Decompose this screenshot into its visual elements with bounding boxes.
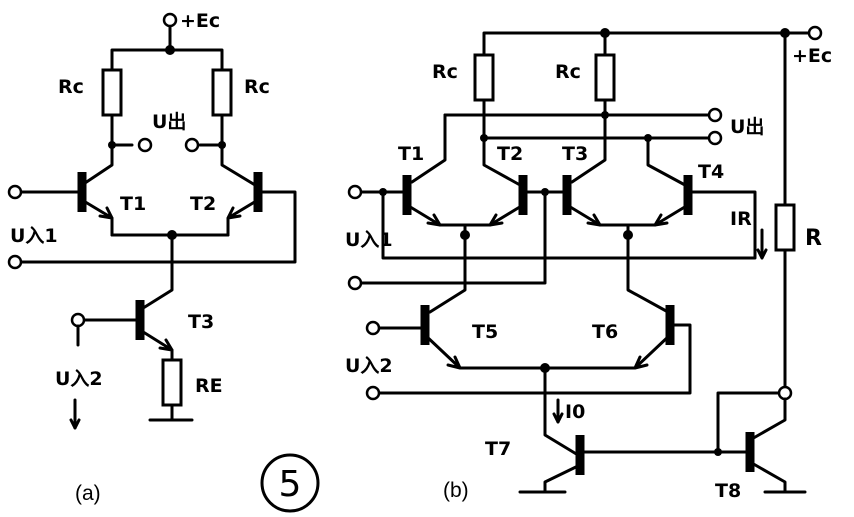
input-1-label-a: U入1 xyxy=(10,225,58,247)
input-1-loop-b xyxy=(381,190,757,260)
t2-collector-b xyxy=(482,136,522,187)
caption-b: (b) xyxy=(443,479,469,502)
input-1-terminal-b[interactable] xyxy=(347,184,363,200)
output-label-b: U出 xyxy=(730,115,764,138)
supply-label-b: +Ec xyxy=(792,45,832,67)
t6-collector-b xyxy=(626,233,670,314)
collector-resistor-left-b xyxy=(473,53,495,102)
emitter-resistor-label-a: RE xyxy=(195,375,223,397)
t5-label-b: T5 xyxy=(472,321,498,343)
t2-emitter-a xyxy=(226,198,260,237)
output-terminal-top-b[interactable] xyxy=(707,107,723,123)
collector-resistor-left-label-b: Rc xyxy=(432,61,458,83)
t5-emitter-b xyxy=(423,333,547,370)
figure-number: 5 xyxy=(279,464,302,505)
figure-number-badge: 5 xyxy=(260,453,320,513)
r-node-terminal-b xyxy=(777,385,793,401)
mirror-diode-link-b xyxy=(716,391,787,454)
input-2-terminal-b[interactable] xyxy=(365,320,381,336)
supply-label-a: +Ec xyxy=(180,10,220,32)
t3-label-a: T3 xyxy=(188,311,214,333)
supply-node-a xyxy=(165,45,175,55)
t6-label-b: T6 xyxy=(592,321,618,343)
emitter-resistor-a xyxy=(161,358,183,407)
t1-label-a: T1 xyxy=(120,193,146,215)
input-1b-terminal-b[interactable] xyxy=(347,275,363,291)
bias-current-arrow-b xyxy=(552,398,564,424)
collector-resistor-left-label-a: Rc xyxy=(58,76,84,98)
t7-emitter-ground-b xyxy=(518,463,582,494)
emitter-join-a xyxy=(110,233,230,312)
input-1b-wire-b xyxy=(353,190,547,285)
output-lines-b xyxy=(443,113,710,140)
bias-resistor-label-b: R xyxy=(805,226,822,251)
supply-terminal-b[interactable] xyxy=(807,25,823,41)
t4-label-b: T4 xyxy=(698,161,724,183)
collector-wires-a xyxy=(110,113,224,147)
collector-resistor-right-a xyxy=(211,68,233,117)
output-terminal-right-a[interactable] xyxy=(184,137,200,153)
input-2-label-b: U入2 xyxy=(345,355,393,377)
t1-label-b: T1 xyxy=(398,143,424,165)
circuit-a: +Ec Rc Rc U出 T1 T2 U入1 T3 xyxy=(7,10,297,505)
t7-label-b: T7 xyxy=(485,438,511,460)
collector-resistor-left-a xyxy=(101,68,123,117)
ground-a xyxy=(148,403,194,422)
t8-label-b: T8 xyxy=(715,480,741,502)
input-1-wire-a xyxy=(13,190,297,264)
collector-resistor-right-label-b: Rc xyxy=(555,61,581,83)
input-2b-terminal-b[interactable] xyxy=(365,385,381,401)
t8-emitter-ground-b xyxy=(748,460,807,494)
t3-emitter-a xyxy=(138,328,174,362)
input-2-arrow-a xyxy=(69,398,81,430)
caption-a: (a) xyxy=(75,482,101,505)
collector-leads-a xyxy=(80,143,257,187)
input-2-loop-b xyxy=(371,323,692,395)
supply-rail-b xyxy=(482,31,817,207)
t8-collector-b xyxy=(748,397,787,442)
t2-label-a: T2 xyxy=(190,193,216,215)
supply-terminal-a xyxy=(162,12,178,28)
t3-emitter-b xyxy=(565,203,630,227)
output-terminal-left-a[interactable] xyxy=(137,137,153,153)
t1-emitter-b xyxy=(405,203,467,227)
t4-emitter-b xyxy=(626,203,690,227)
output-label-a: U出 xyxy=(152,110,186,133)
t2-emitter-b xyxy=(463,203,525,227)
t1-collector-b xyxy=(410,113,447,184)
bias-current-label-b: I0 xyxy=(565,401,585,423)
collector-resistor-right-b xyxy=(594,53,616,102)
t5-collector-b xyxy=(428,233,467,314)
t3-label-b: T3 xyxy=(562,143,588,165)
output-terminal-bottom-b[interactable] xyxy=(707,130,723,146)
circuit-b: +Ec Rc Rc U出 T1 T2 T xyxy=(345,25,832,502)
input-2-label-a: U入2 xyxy=(55,368,103,390)
input-1-label-b: U入1 xyxy=(345,229,393,251)
input-2-terminal-a[interactable] xyxy=(70,312,86,328)
t7-collector-b xyxy=(543,366,580,457)
t2-label-b: T2 xyxy=(497,143,523,165)
t4-collector-b xyxy=(646,136,687,187)
reference-current-arrow-b xyxy=(756,228,768,260)
reference-current-label-b: IR xyxy=(730,208,752,230)
t3-collector-b xyxy=(570,113,607,184)
input-1b-terminal-a[interactable] xyxy=(7,254,23,270)
bias-resistor-b xyxy=(774,203,796,252)
collector-resistor-right-label-a: Rc xyxy=(244,76,270,98)
input-1-terminal-a[interactable] xyxy=(7,184,23,200)
t6-emitter-b xyxy=(543,333,672,370)
t1-emitter-a xyxy=(80,198,114,237)
figure-number-circle xyxy=(260,453,320,513)
